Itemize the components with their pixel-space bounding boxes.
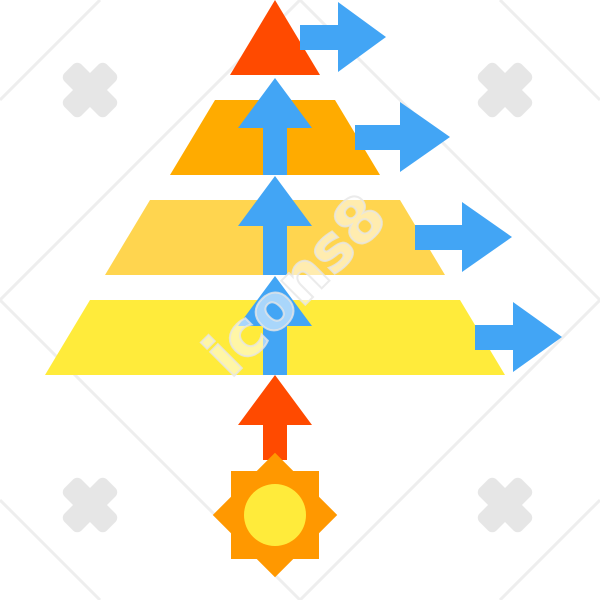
watermark-logo-bottom-left [62,477,118,533]
arrow-up-to-middle [238,276,312,375]
sun-core [244,484,306,546]
arrow-up-to-apex [238,78,312,175]
arrow-up-energy [238,375,312,460]
watermark-logo-top-left [62,62,118,118]
arrow-right-upper [355,102,450,172]
watermark-logo-top-right [477,62,533,118]
pyramid-apex [230,0,320,75]
arrow-up-to-upper [238,176,312,275]
arrow-right-middle [415,202,512,272]
watermark-logo-bottom-right [477,477,533,533]
arrow-right-apex [300,2,386,72]
sun-icon [212,452,338,578]
arrow-right-lower [475,302,562,372]
